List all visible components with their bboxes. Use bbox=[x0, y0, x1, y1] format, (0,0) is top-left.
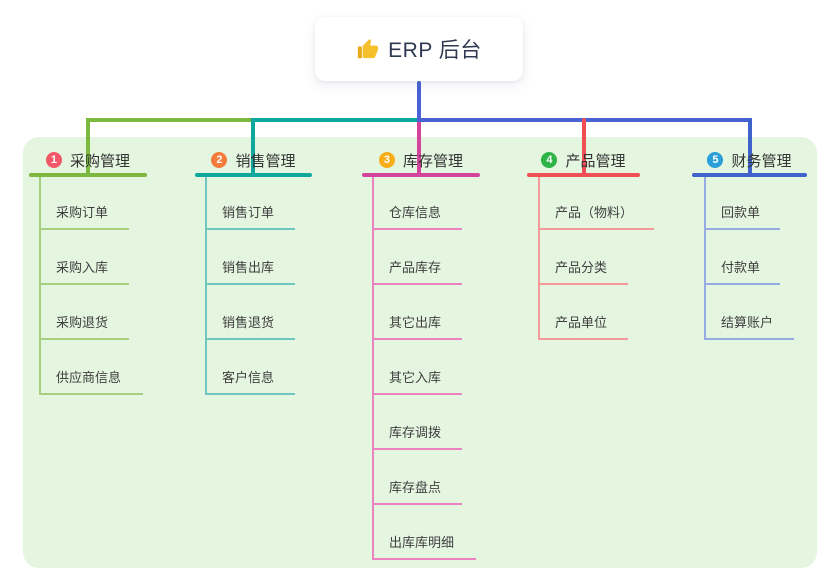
connector-horizontal-teal bbox=[251, 118, 419, 122]
root-node[interactable]: ERP 后台 bbox=[315, 17, 523, 81]
branch-sales-badge: 2 bbox=[211, 152, 228, 168]
child-underline bbox=[205, 283, 295, 285]
branch-inventory-vline bbox=[372, 177, 374, 560]
connector-drop-finance bbox=[748, 118, 752, 175]
child-node-label[interactable]: 供应商信息 bbox=[56, 370, 122, 385]
child-underline bbox=[372, 393, 462, 395]
child-underline bbox=[39, 393, 143, 395]
child-node-label[interactable]: 采购订单 bbox=[56, 205, 109, 220]
child-underline bbox=[538, 283, 628, 285]
child-node-label[interactable]: 结算账户 bbox=[721, 315, 774, 330]
branch-product-label: 产品管理 bbox=[565, 152, 626, 170]
child-underline bbox=[372, 448, 462, 450]
child-node-label[interactable]: 回款单 bbox=[721, 205, 761, 220]
connector-root-stem bbox=[417, 81, 421, 122]
connector-drop-inventory bbox=[417, 120, 421, 175]
branch-sales-vline bbox=[205, 177, 207, 395]
connector-drop-purchase bbox=[86, 118, 90, 175]
branch-product-underline bbox=[527, 173, 640, 177]
child-node-label[interactable]: 客户信息 bbox=[222, 370, 275, 385]
child-underline bbox=[372, 283, 462, 285]
branch-finance-label: 财务管理 bbox=[731, 152, 792, 170]
branch-sales-label: 销售管理 bbox=[235, 152, 296, 170]
connector-drop-sales bbox=[251, 118, 255, 175]
child-underline bbox=[39, 228, 129, 230]
child-node-label[interactable]: 库存盘点 bbox=[389, 480, 442, 495]
branch-inventory-badge: 3 bbox=[378, 152, 395, 168]
mindmap-panel bbox=[23, 137, 817, 568]
branch-purchase-label: 采购管理 bbox=[69, 152, 130, 170]
child-node-label[interactable]: 仓库信息 bbox=[389, 205, 442, 220]
child-node-label[interactable]: 付款单 bbox=[721, 260, 761, 275]
child-node-label[interactable]: 销售退货 bbox=[222, 315, 275, 330]
child-node-label[interactable]: 采购入库 bbox=[56, 260, 109, 275]
child-underline bbox=[205, 228, 295, 230]
branch-purchase-badge: 1 bbox=[45, 152, 62, 168]
branch-finance-badge: 5 bbox=[707, 152, 724, 168]
child-node-label[interactable]: 其它入库 bbox=[389, 370, 442, 385]
child-underline bbox=[205, 393, 295, 395]
branch-sales-underline bbox=[195, 173, 312, 177]
child-underline bbox=[372, 228, 462, 230]
child-underline bbox=[704, 283, 780, 285]
child-underline bbox=[372, 503, 462, 505]
branch-finance-vline bbox=[704, 177, 706, 340]
branch-finance-underline bbox=[692, 173, 807, 177]
child-underline bbox=[372, 558, 476, 560]
branch-inventory-underline bbox=[362, 173, 480, 177]
branch-sales-header[interactable]: 2 销售管理 bbox=[195, 149, 312, 171]
branch-product-header[interactable]: 4 产品管理 bbox=[527, 149, 640, 171]
child-underline bbox=[704, 338, 794, 340]
child-underline bbox=[538, 228, 654, 230]
child-node-label[interactable]: 销售订单 bbox=[222, 205, 275, 220]
branch-product-badge: 4 bbox=[541, 152, 558, 168]
child-node-label[interactable]: 采购退货 bbox=[56, 315, 109, 330]
child-node-label[interactable]: 产品单位 bbox=[555, 315, 608, 330]
connector-drop-product bbox=[582, 118, 586, 175]
branch-purchase-header[interactable]: 1 采购管理 bbox=[29, 149, 147, 171]
child-underline bbox=[39, 338, 129, 340]
connector-horizontal-green bbox=[86, 118, 253, 122]
child-underline bbox=[205, 338, 295, 340]
branch-inventory-header[interactable]: 3 库存管理 bbox=[362, 149, 480, 171]
branch-purchase-vline bbox=[39, 177, 41, 395]
child-node-label[interactable]: 其它出库 bbox=[389, 315, 442, 330]
thumbs-up-icon bbox=[358, 38, 379, 58]
child-underline bbox=[372, 338, 462, 340]
child-node-label[interactable]: 库存调拨 bbox=[389, 425, 442, 440]
child-node-label[interactable]: 产品分类 bbox=[555, 260, 608, 275]
child-node-label[interactable]: 出库库明细 bbox=[389, 535, 455, 550]
child-node-label[interactable]: 产品库存 bbox=[389, 260, 442, 275]
child-underline bbox=[704, 228, 780, 230]
branch-inventory-label: 库存管理 bbox=[402, 152, 463, 170]
root-node-label: ERP 后台 bbox=[388, 39, 482, 62]
child-underline bbox=[39, 283, 129, 285]
branch-finance-header[interactable]: 5 财务管理 bbox=[692, 149, 807, 171]
child-underline bbox=[538, 338, 628, 340]
branch-purchase-underline bbox=[29, 173, 147, 177]
branch-product-vline bbox=[538, 177, 540, 340]
child-node-label[interactable]: 产品（物料） bbox=[555, 205, 634, 220]
child-node-label[interactable]: 销售出库 bbox=[222, 260, 275, 275]
